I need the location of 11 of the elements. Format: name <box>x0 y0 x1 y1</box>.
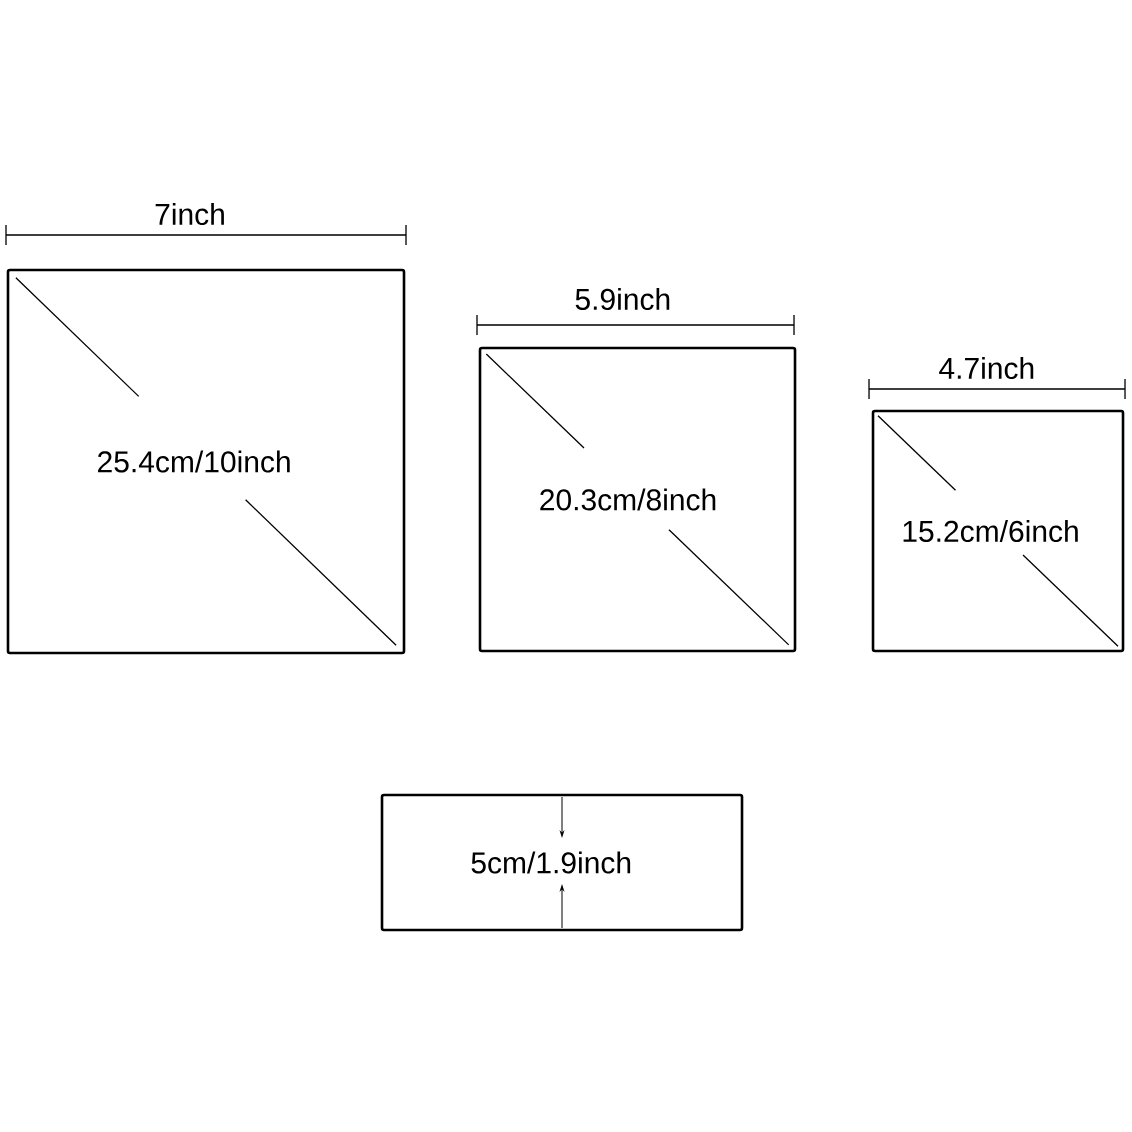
dimension-label: 5cm/1.9inch <box>468 849 635 876</box>
box <box>871 409 1125 653</box>
dimension-label: 25.4cm/10inch <box>94 448 294 475</box>
dimension-label: 5.9inch <box>575 287 670 310</box>
dimension-label: 7inch <box>155 202 224 225</box>
dimension-label: 4.7inch <box>939 356 1034 379</box>
dimension-label: 20.3cm/8inch <box>536 486 720 513</box>
box <box>380 793 744 932</box>
dimension-label: 15.2cm/6inch <box>899 517 1082 544</box>
box <box>6 268 406 655</box>
box <box>478 346 797 653</box>
